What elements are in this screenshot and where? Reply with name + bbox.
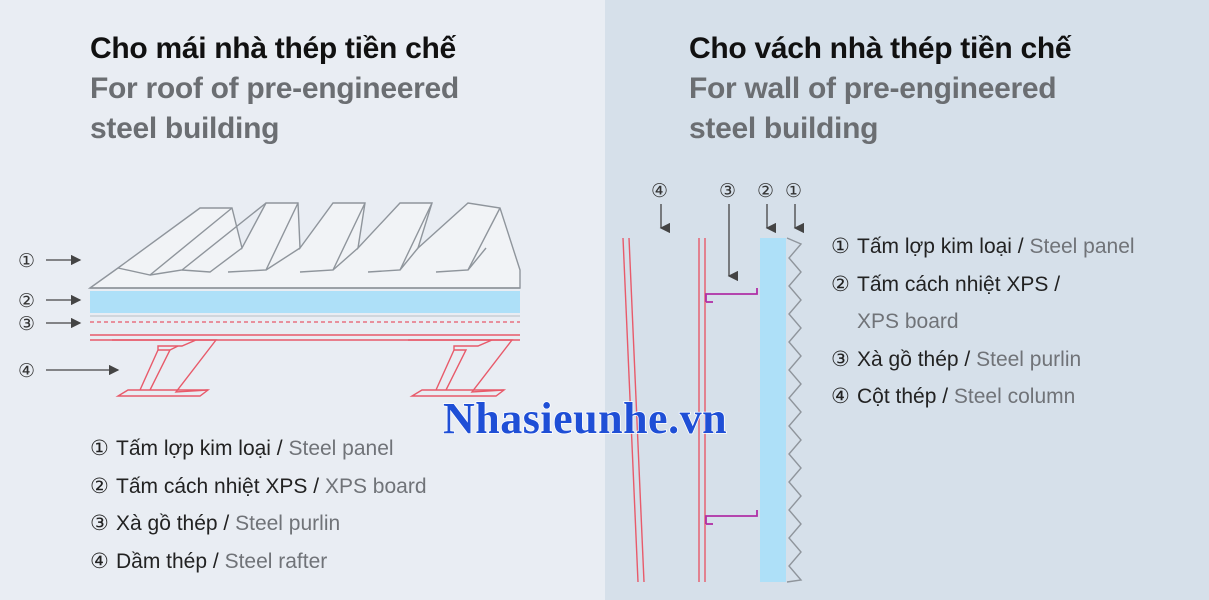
roof-steel-panel <box>87 202 521 289</box>
wall-marker-1: ① <box>785 180 802 202</box>
wall-panel: Cho vách nhà thép tiền chế For wall of p… <box>605 0 1209 600</box>
legend-number: ② <box>90 474 109 498</box>
wall-title-en-1: For wall of pre-engineered <box>689 72 1057 105</box>
legend-separator: / <box>1048 272 1061 296</box>
legend-label-vi: Tấm lợp kim loại <box>857 235 1012 258</box>
roof-legend-row: ③ Xà gồ thép / Steel purlin <box>90 505 427 543</box>
wall-marker-3: ③ <box>719 180 736 202</box>
legend-number: ① <box>90 437 109 460</box>
wall-legend-row: ④ Cột thép / Steel column <box>831 378 1135 416</box>
wall-marker-4: ④ <box>651 180 668 202</box>
legend-number: ③ <box>831 347 850 371</box>
legend-label-en: XPS board <box>324 474 427 498</box>
roof-title: Cho mái nhà thép tiền chế For roof of pr… <box>90 29 459 149</box>
legend-label-vi: Tấm lợp kim loại <box>116 437 271 460</box>
legend-number: ② <box>831 272 850 296</box>
wall-steel-panel <box>786 237 803 583</box>
roof-title-en-2: steel building <box>90 112 280 145</box>
wall-liner <box>698 238 706 582</box>
roof-marker-4: ④ <box>18 360 35 382</box>
legend-separator: / <box>307 474 325 498</box>
wall-title-vi: Cho vách nhà thép tiền chế <box>689 32 1072 65</box>
legend-separator: / <box>1011 235 1030 258</box>
legend-label-en: Steel panel <box>1029 235 1135 258</box>
watermark: Nhasieunhe.vn <box>442 393 728 444</box>
roof-marker-1: ① <box>18 250 35 272</box>
wall-title-en-2: steel building <box>689 112 879 145</box>
wall-marker-2: ② <box>757 180 774 202</box>
roof-legend-row: ② Tấm cách nhiệt XPS / XPS board <box>90 468 427 506</box>
roof-steel-rafter <box>90 334 520 397</box>
legend-label-en: Steel purlin <box>976 347 1082 371</box>
legend-label-en: Steel rafter <box>224 549 328 573</box>
wall-steel-purlin <box>705 288 758 525</box>
roof-title-en-1: For roof of pre-engineered <box>90 72 459 105</box>
legend-separator: / <box>217 512 236 535</box>
legend-label-vi: Tấm cách nhiệt XPS <box>857 272 1049 296</box>
roof-legend: ① Tấm lợp kim loại / Steel panel ② Tấm các… <box>90 430 427 580</box>
roof-diagram: ① ② ③ ④ <box>18 202 521 397</box>
wall-title: Cho vách nhà thép tiền chế For wall of p… <box>689 29 1072 149</box>
legend-number: ③ <box>90 512 109 535</box>
wall-legend: ① Tấm lợp kim loại / Steel panel ② Tấm các… <box>831 228 1135 416</box>
legend-number: ① <box>831 235 850 258</box>
legend-label-en: Steel purlin <box>235 512 341 535</box>
legend-label-en: Steel panel <box>288 437 394 460</box>
wall-legend-row: ② Tấm cách nhiệt XPS / <box>831 266 1135 304</box>
wall-legend-row: ③ Xà gồ thép / Steel purlin <box>831 341 1135 379</box>
roof-title-vi: Cho mái nhà thép tiền chế <box>90 32 456 65</box>
legend-separator: / <box>207 549 225 573</box>
legend-number: ④ <box>831 385 850 408</box>
legend-separator: / <box>270 437 289 460</box>
roof-marker-2: ② <box>18 290 35 312</box>
legend-label-vi: Xà gồ thép <box>857 347 959 371</box>
wall-legend-row: XPS board <box>831 303 1135 341</box>
roof-legend-row: ④ Dầm thép / Steel rafter <box>90 543 427 581</box>
legend-label-vi: Dầm thép <box>116 549 208 573</box>
legend-label-vi: Tấm cách nhiệt XPS <box>116 474 308 498</box>
legend-number: ④ <box>90 549 109 573</box>
wall-legend-row: ① Tấm lợp kim loại / Steel panel <box>831 228 1135 266</box>
legend-label-en: XPS board <box>857 310 959 333</box>
legend-separator: / <box>958 347 977 371</box>
roof-legend-row: ① Tấm lợp kim loại / Steel panel <box>90 430 427 468</box>
roof-marker-3: ③ <box>18 313 35 335</box>
legend-separator: / <box>936 385 954 408</box>
legend-label-vi: Xà gồ thép <box>116 512 218 535</box>
wall-diagram: ④ ③ ② ① <box>622 180 805 583</box>
wall-xps-board <box>760 238 786 582</box>
roof-panel: Cho mái nhà thép tiền chế For roof of pr… <box>0 0 605 600</box>
legend-label-en: Steel column <box>953 385 1076 408</box>
roof-xps-board <box>90 291 520 313</box>
wall-steel-column <box>622 237 645 583</box>
legend-label-vi: Cột thép <box>857 385 937 408</box>
